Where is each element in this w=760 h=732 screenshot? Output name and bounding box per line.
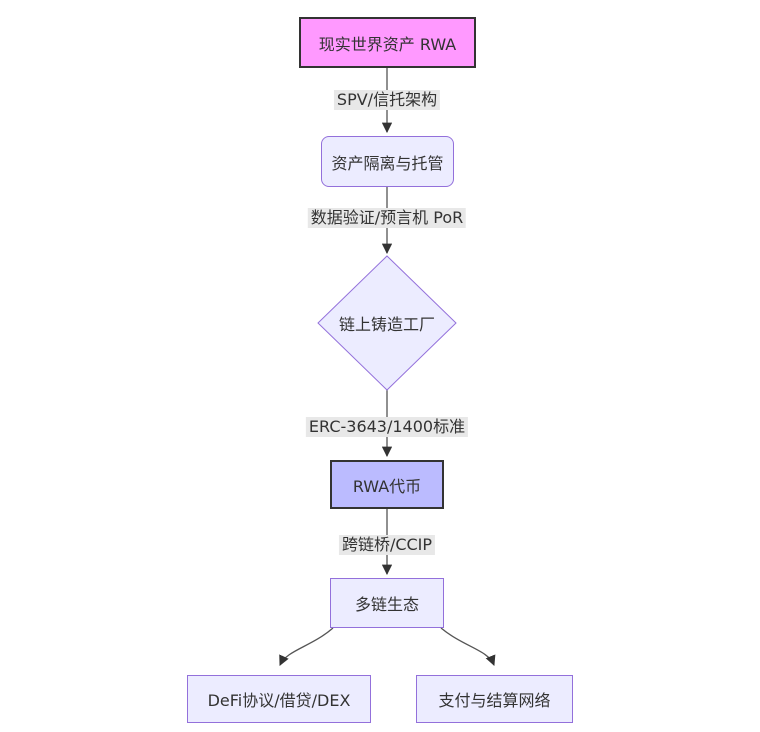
edge-label-spv-trust: SPV/信托架构 [333,90,441,110]
node-multichain: 多链生态 [330,578,444,628]
node-mint-factory-label: 链上铸造工厂 [338,315,436,334]
node-rwa-asset: 现实世界资产 RWA [299,17,476,68]
edge-multichain-to-defi [279,627,334,666]
edge-label-oracle-por: 数据验证/预言机 PoR [307,208,467,228]
node-payment: 支付与结算网络 [416,675,573,723]
node-rwa-token: RWA代币 [330,460,444,509]
edge-label-ccip-bridge: 跨链桥/CCIP [338,535,436,555]
edge-label-erc-standard: ERC-3643/1400标准 [305,417,469,437]
edge-multichain-to-payment [440,627,496,666]
node-defi: DeFi协议/借贷/DEX [187,675,371,723]
node-custody: 资产隔离与托管 [321,136,454,187]
